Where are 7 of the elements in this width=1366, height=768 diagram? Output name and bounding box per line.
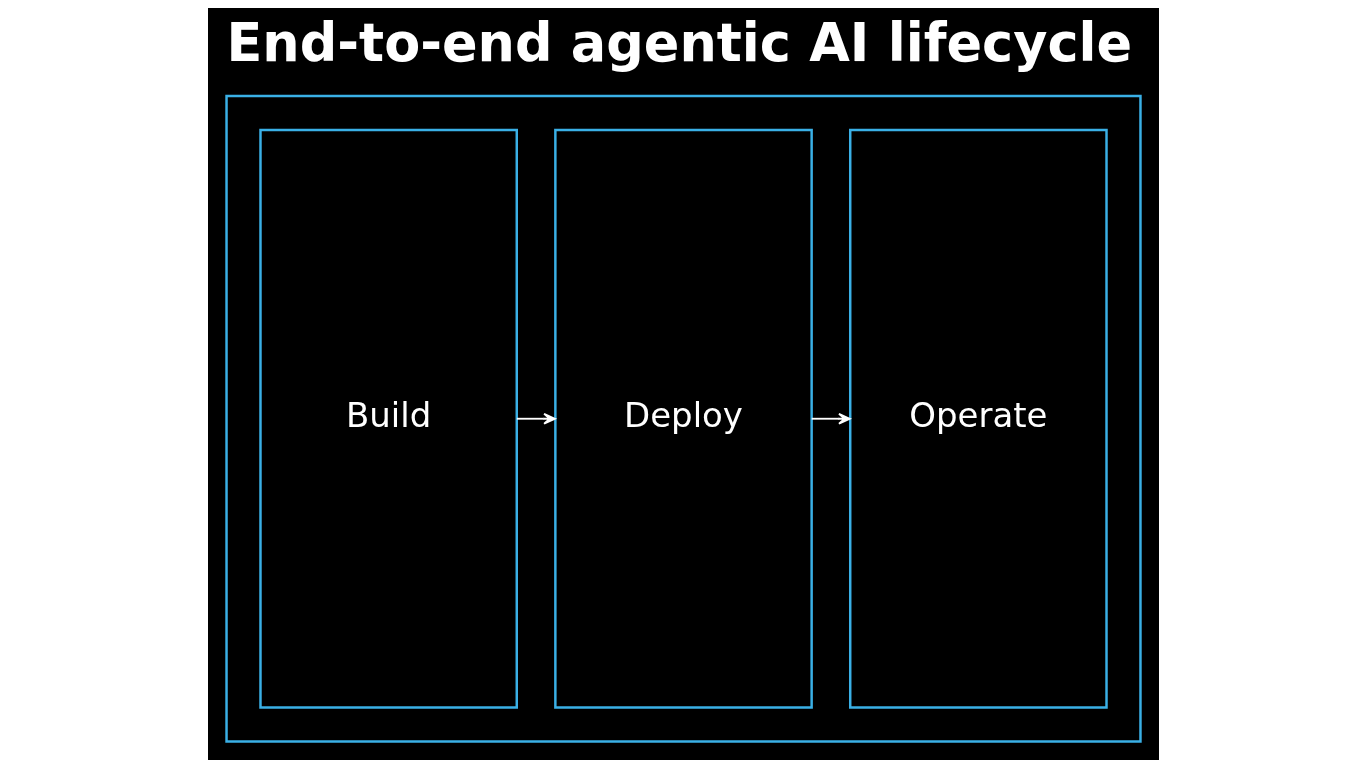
node-box: Operate	[848, 128, 1108, 709]
arrow	[515, 412, 556, 425]
arrow	[810, 412, 851, 425]
node-box: Build	[258, 128, 518, 709]
cluster	[224, 94, 1142, 743]
node-box: Deploy	[553, 128, 813, 709]
diagram-title: End-to-end agentic AI lifecycle	[226, 11, 1132, 73]
